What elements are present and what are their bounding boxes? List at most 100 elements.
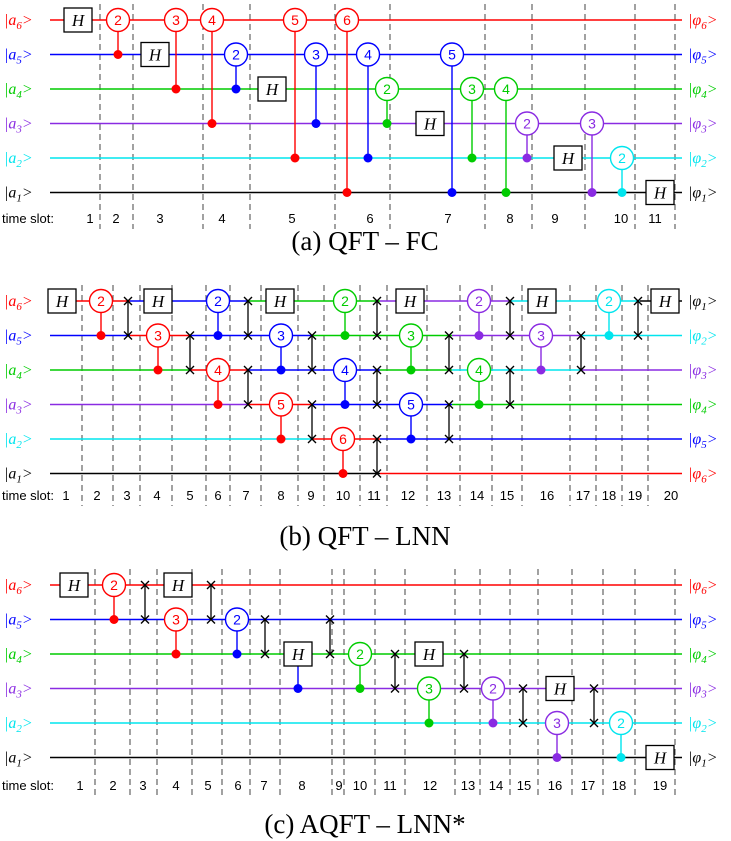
input-label-a4-bar: |: [4, 362, 8, 379]
rotation-gate: [439, 42, 465, 67]
output-label-a2-gt: >: [707, 715, 718, 732]
control-dot: [340, 400, 350, 409]
rotation-gate-label: 2: [97, 293, 105, 309]
output-label-a2-sub: 5: [701, 439, 707, 451]
swap-x: [185, 331, 195, 340]
hadamard-gate: [395, 288, 425, 314]
swap-x: [459, 684, 469, 693]
swap-x: [372, 365, 382, 375]
rotation-gate-label: 3: [407, 328, 415, 344]
input-label-a2-bar: |: [4, 715, 8, 732]
swap-x: [390, 649, 400, 659]
output-label-a2-bar: |: [688, 150, 692, 167]
hadamard-label: H: [291, 645, 306, 664]
swap-x: [206, 615, 216, 624]
input-label-a2: |a2>: [4, 715, 33, 735]
output-label-a3-bar: |: [688, 681, 692, 698]
rotation-gate: [268, 323, 294, 348]
swap-x: [444, 400, 454, 409]
rotation-gate-label: 2: [617, 715, 625, 731]
output-label-a5-bar: |: [688, 328, 692, 345]
input-label-a4: |a4>: [4, 646, 33, 666]
hadamard-label: H: [653, 184, 668, 203]
swap-x: [372, 296, 382, 306]
rotation-gate-label: 4: [214, 362, 222, 378]
input-label-a6-sym: a: [8, 12, 16, 29]
output-label-a3-sym: φ: [692, 681, 701, 698]
time-slot-number: 15: [500, 488, 514, 503]
input-label-a2-gt: >: [22, 150, 33, 167]
output-label-a2-bar: |: [688, 431, 692, 448]
input-label-a3: |a3>: [4, 397, 33, 417]
swap-x: [206, 580, 216, 590]
input-label-a1-gt: >: [22, 750, 33, 767]
rotation-gate: [223, 42, 249, 67]
time-slot-number: 9: [307, 488, 314, 503]
output-label-a1-sym: φ: [692, 466, 701, 483]
rotation-gate: [303, 42, 329, 67]
time-slot-number: 20: [664, 488, 678, 503]
time-slot-number: 2: [112, 211, 119, 226]
output-label-a3-sub: 4: [701, 405, 707, 417]
output-label-a1: |φ1>: [688, 185, 718, 205]
input-label-a3: |a3>: [4, 116, 33, 136]
hadamard-gate: [650, 288, 680, 314]
input-label-a5-sym: a: [8, 328, 16, 345]
control-dot: [207, 119, 217, 128]
control-dot: [382, 119, 392, 128]
control-dot: [276, 365, 286, 375]
input-label-a4-gt: >: [22, 81, 33, 98]
output-label-a6-gt: >: [707, 12, 718, 29]
swap-x: [505, 365, 515, 375]
control-dot: [338, 469, 348, 478]
input-label-a5-gt: >: [22, 612, 33, 629]
hadamard-label: H: [561, 149, 576, 168]
input-label-a2: |a2>: [4, 431, 33, 451]
output-label-a4-bar: |: [688, 81, 692, 98]
control-dot: [522, 153, 532, 163]
output-label-a5-bar: |: [688, 47, 692, 64]
control-dot: [406, 365, 416, 375]
hadamard-label: H: [423, 115, 438, 134]
output-label-a1-bar: |: [688, 185, 692, 202]
output-label-a5-sym: φ: [692, 47, 701, 64]
input-label-a4-sym: a: [8, 362, 16, 379]
rotation-gate-label: 2: [356, 646, 364, 662]
output-label-a3-sub: 3: [700, 689, 707, 701]
time-slot-number: 11: [367, 488, 381, 503]
rotation-gate: [493, 76, 519, 102]
input-label-a4-bar: |: [4, 81, 8, 98]
hadamard-label: H: [55, 292, 70, 311]
time-slot-number: 17: [576, 488, 590, 503]
time-slot-label: time slot:: [2, 778, 54, 793]
control-dot: [501, 188, 511, 197]
input-label-a4-bar: |: [4, 646, 8, 663]
panel-qft-fc: |a6>|a5>|a4>|a3>|a2>|a1>|φ6>|φ5>|φ4>|φ3>…: [2, 4, 718, 229]
time-slot-number: 12: [401, 488, 415, 503]
output-label-a6: |φ1>: [688, 293, 718, 313]
input-label-a2-sub: 2: [16, 158, 22, 170]
swap-x: [589, 718, 599, 728]
input-label-a2-sub: 2: [16, 723, 22, 735]
input-label-a4-gt: >: [22, 362, 33, 379]
input-label-a6: |a6>: [4, 577, 33, 597]
rotation-gate: [330, 426, 356, 452]
input-label-a2-sym: a: [8, 431, 16, 448]
rotation-gate: [105, 7, 131, 33]
hadamard-label: H: [658, 292, 673, 311]
input-label-a2-gt: >: [22, 715, 33, 732]
input-label-a5-sub: 5: [16, 620, 22, 632]
output-label-a2-sym: φ: [692, 431, 701, 448]
output-label-a1: |φ1>: [688, 750, 718, 770]
hadamard-gate: [545, 675, 575, 702]
hadamard-label: H: [148, 46, 163, 65]
rotation-gate: [608, 710, 634, 736]
input-label-a2-bar: |: [4, 150, 8, 167]
hadamard-gate: [257, 76, 287, 102]
swap-x: [518, 684, 528, 693]
input-label-a5-sub: 5: [16, 336, 22, 348]
control-dot: [290, 153, 300, 163]
time-slot-number: 2: [109, 778, 116, 793]
time-slot-number: 4: [153, 488, 160, 503]
panel-aqft-lnn: |a6>|a5>|a4>|a3>|a2>|a1>|φ6>|φ5>|φ4>|φ3>…: [2, 569, 718, 796]
